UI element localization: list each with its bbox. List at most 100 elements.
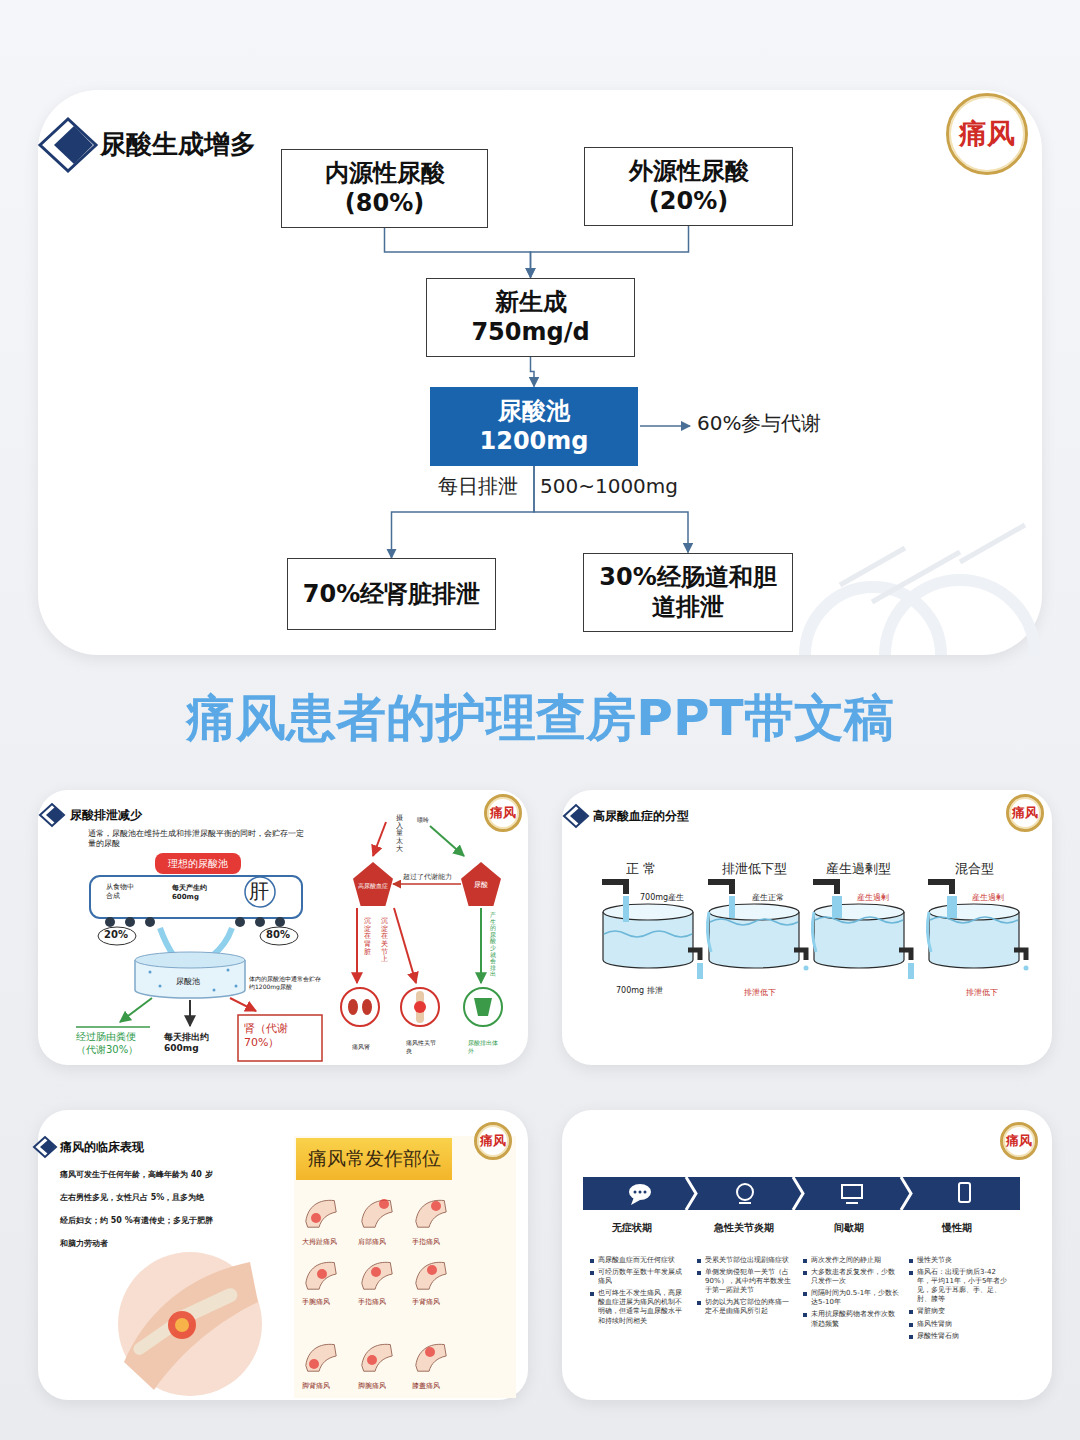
bullet-text: 尿酸性肾石病 [909,1332,1009,1341]
slide-heading: 尿酸生成增多 [100,127,256,162]
attack-site-panel [311,1213,321,1223]
text-label: 每日排泄 [438,474,518,499]
uric-acid-tank [604,931,692,937]
uric-acid-tank [602,882,703,979]
text-label: 无症状期 [612,1222,652,1235]
organ-icon [341,988,502,1026]
uric-acid-tank [927,912,931,952]
uric-acid-pool-illustration [238,1015,322,1061]
stage-band [842,1185,862,1198]
node-text: 内源性尿酸 (80%) [310,158,460,218]
attack-site-panel [294,1136,516,1398]
stage-band [901,1177,911,1210]
text-label: 脚背痛风 [302,1382,330,1391]
card-decoration [872,552,960,602]
process-box: 70%经肾脏排泄 [287,558,496,630]
foot-joint-illustration [124,1262,258,1390]
bullet-column: 受累关节部位出现剧痛症状单侧发病侵犯单一关节（占90%），其中约有半数发生于第一… [697,1256,795,1320]
uric-acid-pool-illustration [76,876,322,1061]
organ-icon [348,999,358,1015]
bullet-text: 间隔时间为0.5-1年，少数长达5-10年 [803,1289,901,1307]
text-label: 排泄低下 [966,988,998,998]
organ-icon [362,999,372,1015]
node-text: 新生成 750mg/d [471,287,591,347]
text-label: 大拇趾痛风 [302,1238,337,1247]
attack-site-panel [427,1265,437,1275]
uric-acid-pool-illustration [76,1026,150,1028]
text-label: 排泄低下型 [722,861,787,877]
card-decoration [805,580,1035,655]
bullet-text: 也可终生不发生痛风，高尿酸血症进展为痛风的机制不明确，但通常与血尿酸水平和持续时… [590,1289,688,1325]
text-label: 肾（代谢70%） [244,1022,318,1050]
uric-acid-tank [729,896,735,918]
pentagon-shape [461,862,501,906]
bullet-text: 可经历数年至数十年发展成痛风 [590,1268,688,1286]
text-label: 痛风可发生于任何年龄，高峰年龄为 40 岁 [60,1170,213,1180]
text-label: 20% [104,929,128,942]
organ-icon [414,1001,426,1013]
text-label: 间歇期 [834,1222,864,1235]
logo-badge: 痛风 [1000,1122,1038,1160]
attack-site-panel [416,1262,446,1289]
process-box: 30%经肠道和胆道排泄 [583,553,793,632]
connector-arrow [385,228,531,278]
uric-acid-tank [899,950,911,960]
uric-acid-pool-illustration [90,876,302,918]
foot-joint-illustration [168,1311,196,1339]
bullet-column: 高尿酸血症而无任何症状可经历数年至数十年发展成痛风也可终生不发生痛风，高尿酸血症… [590,1256,688,1329]
uric-acid-tank [908,963,914,979]
slide-heading: 高尿酸血症的分型 [593,808,689,825]
gout-cause-arrows [373,822,386,856]
bullet-column: 两次发作之间的静止期大多数患者反复发作，少数只发作一次间隔时间为0.5-1年，少… [803,1256,901,1332]
uric-acid-tank [812,882,914,979]
uric-acid-tank [688,950,700,960]
text-label: 700mg産生 [640,893,684,903]
text-label: 80% [266,929,290,942]
organ-icon [401,988,439,1026]
text-label: 每天排出约600mg [164,1032,218,1055]
uric-acid-pool-illustration [275,917,285,927]
uric-acid-pool-illustration [159,985,162,988]
heading-icon [34,1137,56,1157]
node-text: 70%经肾脏排泄 [303,579,480,609]
connector-arrow [393,883,461,885]
uric-acid-tank [602,882,626,894]
node-text: 30%经肠道和胆道排泄 [598,562,778,622]
foot-joint-illustration [118,1252,262,1396]
uric-acid-tank [832,896,842,918]
slide-card: 尿酸生成增多痛风内源性尿酸 (80%)外源性尿酸 (20%)新生成 750mg/… [38,90,1042,655]
attack-site-panel [294,1136,516,1398]
uric-acid-tank [947,896,957,918]
bullet-text: 单侧发病侵犯单一关节（占90%），其中约有半数发生于第一跖趾关节 [697,1268,795,1295]
uric-acid-tank [709,904,799,920]
uric-acid-tank [603,904,693,920]
node-text: 痛风 [1006,1132,1032,1150]
uric-acid-tank [794,950,806,960]
node-text: 尿酸 [474,878,488,890]
connector-arrow [531,357,535,387]
slide-card [562,1110,1052,1400]
text-label: 手指痛风 [412,1238,440,1247]
attack-site-panel [362,1344,392,1371]
connector-arrow [534,466,688,553]
text-label: 尿酸排出体外 [468,1039,498,1054]
organ-icon [341,988,379,1026]
text-label: 肝 [249,879,269,904]
stage-band [583,1177,1020,1210]
text-label: 经后妇女；约 50 %有遗传史；多见于肥胖 [60,1216,213,1226]
vertical-label: 摄入量太大 [396,815,403,853]
vertical-label: 产生的尿酸少就会排出 [490,912,496,978]
gout-cause-arrows [394,908,416,983]
uric-acid-tank [813,882,837,894]
stage-band [583,1177,1020,1210]
text-label: 手背痛风 [412,1298,440,1307]
uric-acid-pool-illustration [230,998,256,1011]
bullet-text: 痛风石：出现于病后3-42年，平均11年，小于5年者少见，多见于耳廓、手、足、肘… [909,1268,1009,1304]
node-text: 外源性尿酸 (20%) [614,156,764,216]
gout-cause-arrows [430,826,464,856]
node-text: 痛风 [490,804,516,822]
uric-acid-pool-illustration [135,952,245,968]
text-label: 膝盖痛风 [412,1382,440,1391]
uric-acid-tank [707,882,808,971]
heading-icon [34,119,588,1157]
